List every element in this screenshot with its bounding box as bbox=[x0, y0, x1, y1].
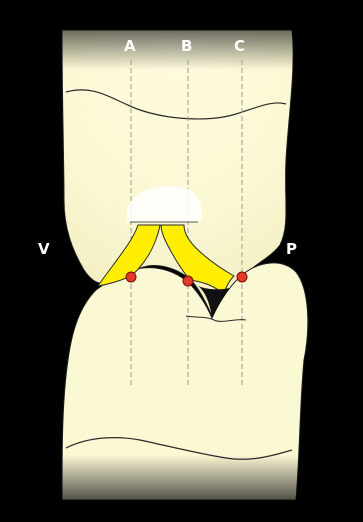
column-label-c: C bbox=[234, 39, 245, 54]
contact-point-b bbox=[183, 276, 193, 286]
top-fade bbox=[40, 0, 320, 70]
side-label-left: V bbox=[38, 242, 50, 257]
side-label-right: P bbox=[286, 242, 297, 257]
contact-point-c bbox=[237, 272, 247, 282]
contact-point-a bbox=[126, 272, 136, 282]
column-label-b: B bbox=[181, 39, 192, 54]
bottom-fade bbox=[40, 455, 320, 522]
column-label-a: A bbox=[124, 39, 136, 54]
